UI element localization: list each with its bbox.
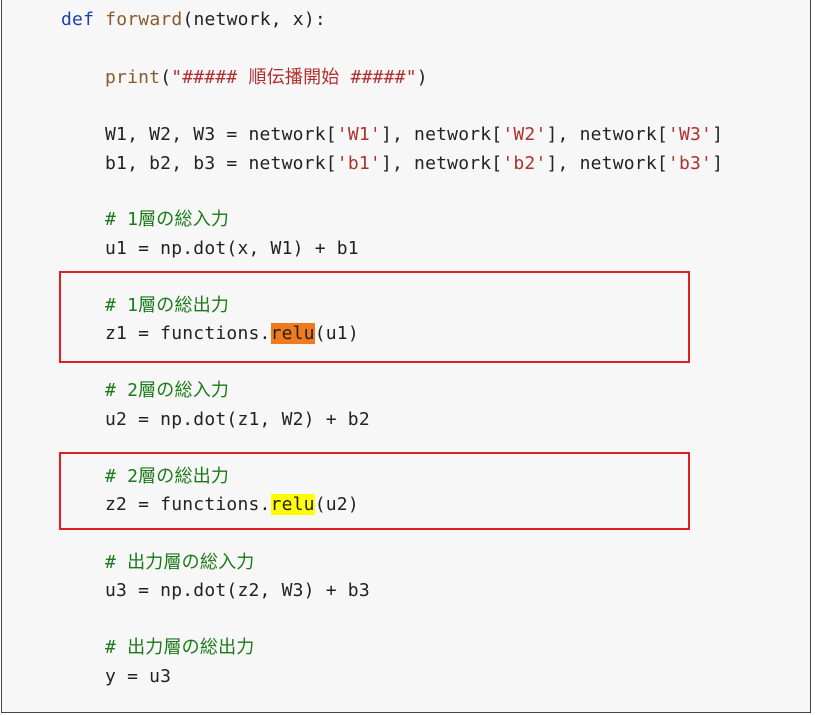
code-line-u1: u1 = np.dot(x, W1) + b1: [105, 238, 359, 259]
biases-key-1: 'b1': [336, 153, 381, 174]
weights-end: ]: [712, 124, 724, 145]
weights-key-1: 'W1': [336, 124, 381, 145]
scrolled-line-remnant: [122, 0, 202, 3]
z2-suffix: (u2): [314, 494, 359, 515]
code-line-print: print("##### 順伝播開始 #####"): [105, 66, 428, 90]
highlight-box-layer1-output: [59, 271, 690, 363]
biases-lhs: b1, b2, b3 = network[: [105, 153, 337, 174]
comment-layer1-output: # 1層の総出力: [105, 295, 230, 316]
weights-key-2: 'W2': [502, 124, 547, 145]
biases-sep-1: ], network[: [380, 153, 503, 174]
weights-lhs: W1, W2, W3 = network[: [105, 124, 337, 145]
comment-layer2-input: # 2層の総入力: [105, 380, 230, 401]
code-line-z1: z1 = functions.relu(u1): [105, 322, 359, 346]
def-keyword: def: [61, 9, 95, 30]
comment-output-input: # 出力層の総入力: [105, 552, 255, 573]
code-line-y: y = u3: [105, 666, 172, 687]
code-line-z2: z2 = functions.relu(u2): [105, 493, 359, 517]
weights-sep-2: ], network[: [546, 124, 668, 145]
print-string: "##### 順伝播開始 #####": [171, 67, 417, 88]
comment-layer1-input: # 1層の総入力: [105, 209, 230, 230]
biases-sep-2: ], network[: [546, 153, 668, 174]
highlight-box-layer2-output: [59, 452, 690, 530]
z2-prefix: z2 = functions.: [105, 494, 271, 515]
biases-end: ]: [712, 153, 724, 174]
relu-highlight-orange: relu: [270, 323, 315, 344]
z1-suffix: (u1): [314, 323, 359, 344]
print-close-paren: ): [416, 67, 428, 88]
code-line-biases: b1, b2, b3 = network['b1'], network['b2'…: [105, 152, 723, 176]
biases-key-2: 'b2': [502, 153, 547, 174]
comment-output-output: # 出力層の総出力: [105, 637, 255, 658]
code-line-weights: W1, W2, W3 = network['W1'], network['W2'…: [105, 123, 723, 147]
code-line-def: def forward(network, x):: [61, 8, 326, 32]
z1-prefix: z1 = functions.: [105, 323, 271, 344]
print-function: print: [105, 67, 161, 88]
code-line-u2: u2 = np.dot(z1, W2) + b2: [105, 409, 370, 430]
weights-sep-1: ], network[: [380, 124, 503, 145]
print-open-paren: (: [160, 67, 172, 88]
code-line-u3: u3 = np.dot(z2, W3) + b3: [105, 580, 370, 601]
relu-highlight-yellow: relu: [270, 494, 315, 515]
function-name: forward: [105, 9, 183, 30]
function-args: (network, x):: [182, 9, 326, 30]
weights-key-3: 'W3': [667, 124, 713, 145]
biases-key-3: 'b3': [667, 153, 713, 174]
comment-layer2-output: # 2層の総出力: [105, 466, 230, 487]
